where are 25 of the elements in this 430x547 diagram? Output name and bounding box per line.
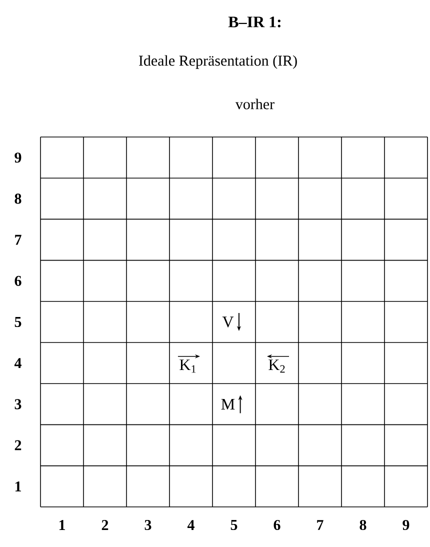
column-number: 3	[144, 520, 152, 530]
column-number: 5	[230, 520, 238, 530]
row-number: 6	[14, 276, 22, 286]
title: B–IR 1:	[228, 16, 280, 28]
subtitle: vorher	[235, 98, 274, 110]
column-number: 1	[59, 520, 65, 530]
column-number: 4	[187, 520, 194, 530]
row-number: 9	[14, 152, 22, 163]
cell-label: K$_{2}$	[268, 360, 285, 373]
column-number: 6	[274, 520, 280, 530]
row-number: 4	[14, 358, 22, 368]
row-number: 8	[14, 194, 22, 204]
row-number: 2	[14, 440, 22, 450]
row-number: 1	[15, 481, 21, 492]
cell-label: V	[222, 316, 234, 328]
column-number: 7	[317, 520, 324, 530]
subtitle: Ideale Repräsentation (IR)	[139, 55, 297, 69]
column-number: 8	[360, 520, 366, 530]
column-number: 2	[102, 520, 108, 530]
column-number: 9	[402, 520, 410, 530]
row-number: 3	[14, 399, 22, 410]
cell-label: M	[221, 398, 235, 410]
cell-label: K$_{1}$	[180, 360, 196, 373]
row-number: 7	[15, 234, 22, 245]
row-number: 5	[14, 317, 22, 327]
